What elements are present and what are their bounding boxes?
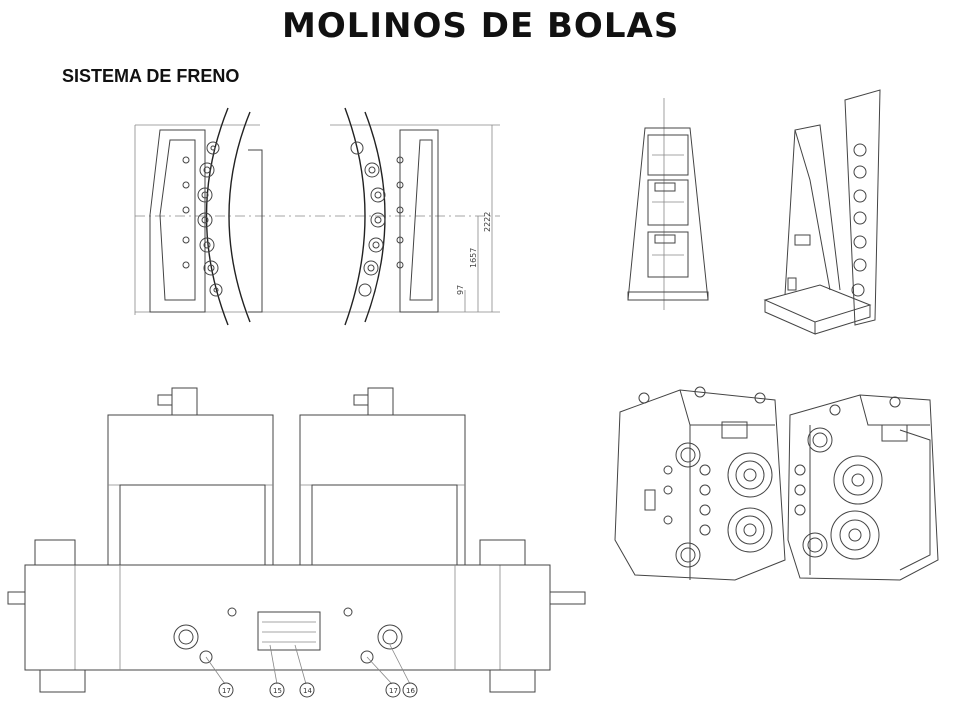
brake-units-3d-view (614, 386, 939, 581)
part-number: 17 (222, 687, 231, 695)
part-number: 16 (406, 687, 415, 695)
brake-caliper-front-view: 2222 1657 97 (134, 107, 500, 326)
part-number: 15 (273, 687, 282, 695)
section-subtitle: SISTEMA DE FRENO (62, 66, 240, 86)
brake-isometric-view (763, 89, 881, 335)
page-title: MOLINOS DE BOLAS (282, 6, 680, 46)
part-number: 17 (389, 687, 398, 695)
brake-front-elevation: 17 15 14 17 16 (7, 387, 586, 698)
brake-side-view (627, 98, 709, 310)
dimension-label: 97 (456, 285, 465, 295)
part-number: 14 (303, 687, 312, 695)
dimension-label: 2222 (483, 212, 492, 232)
dimension-label: 1657 (469, 248, 478, 268)
